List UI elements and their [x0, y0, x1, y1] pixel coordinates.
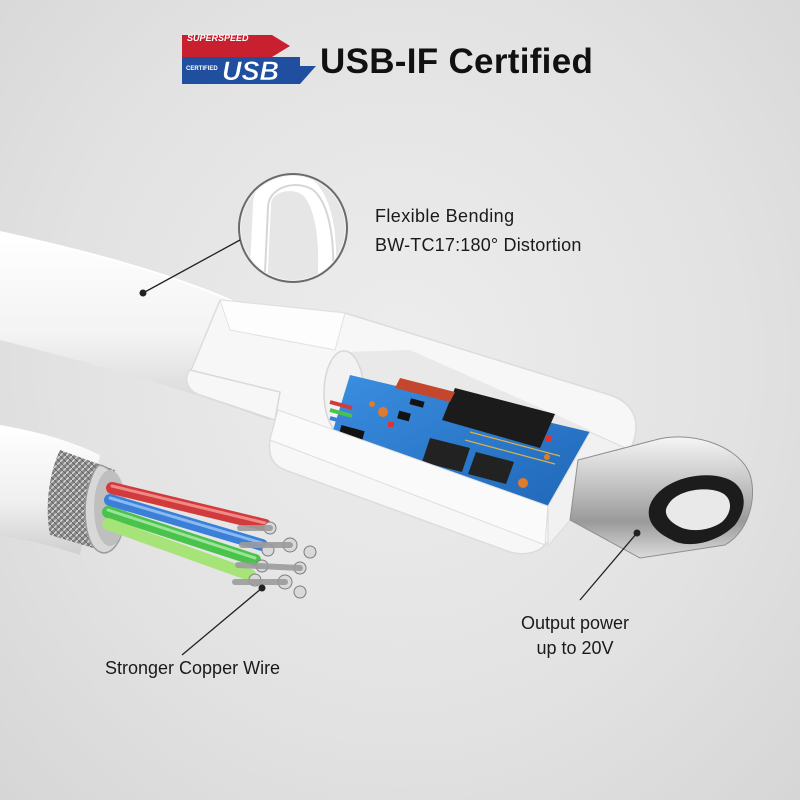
flex-bend-magnifier: [238, 173, 348, 283]
colored-wires: [102, 482, 271, 581]
callout-flexible-line1: Flexible Bending: [375, 206, 515, 226]
callout-copper-wire: Stronger Copper Wire: [105, 658, 281, 678]
logo-usb-text: USB: [222, 56, 279, 86]
callout-leaders: [139, 239, 641, 656]
type-c-connector: [185, 299, 754, 559]
logo-certified-text: CERTIFIED: [186, 66, 218, 72]
logo-superspeed-text: SUPERSPEED: [187, 33, 249, 43]
page-title: USB-IF Certified: [320, 42, 594, 81]
callout-output-power: Output power up to 20V: [510, 611, 640, 661]
callout-output-line2: up to 20V: [536, 638, 614, 658]
callout-output-line1: Output power: [520, 613, 630, 633]
callout-flexible-bending: Flexible Bending BW-TC17:180° Distortion: [375, 204, 582, 258]
lower-cable-cutaway: [0, 425, 317, 599]
callout-flexible-line2: BW-TC17:180° Distortion: [375, 235, 582, 255]
usb-superspeed-logo: SUPERSPEED CERTIFIED USB: [182, 33, 316, 86]
